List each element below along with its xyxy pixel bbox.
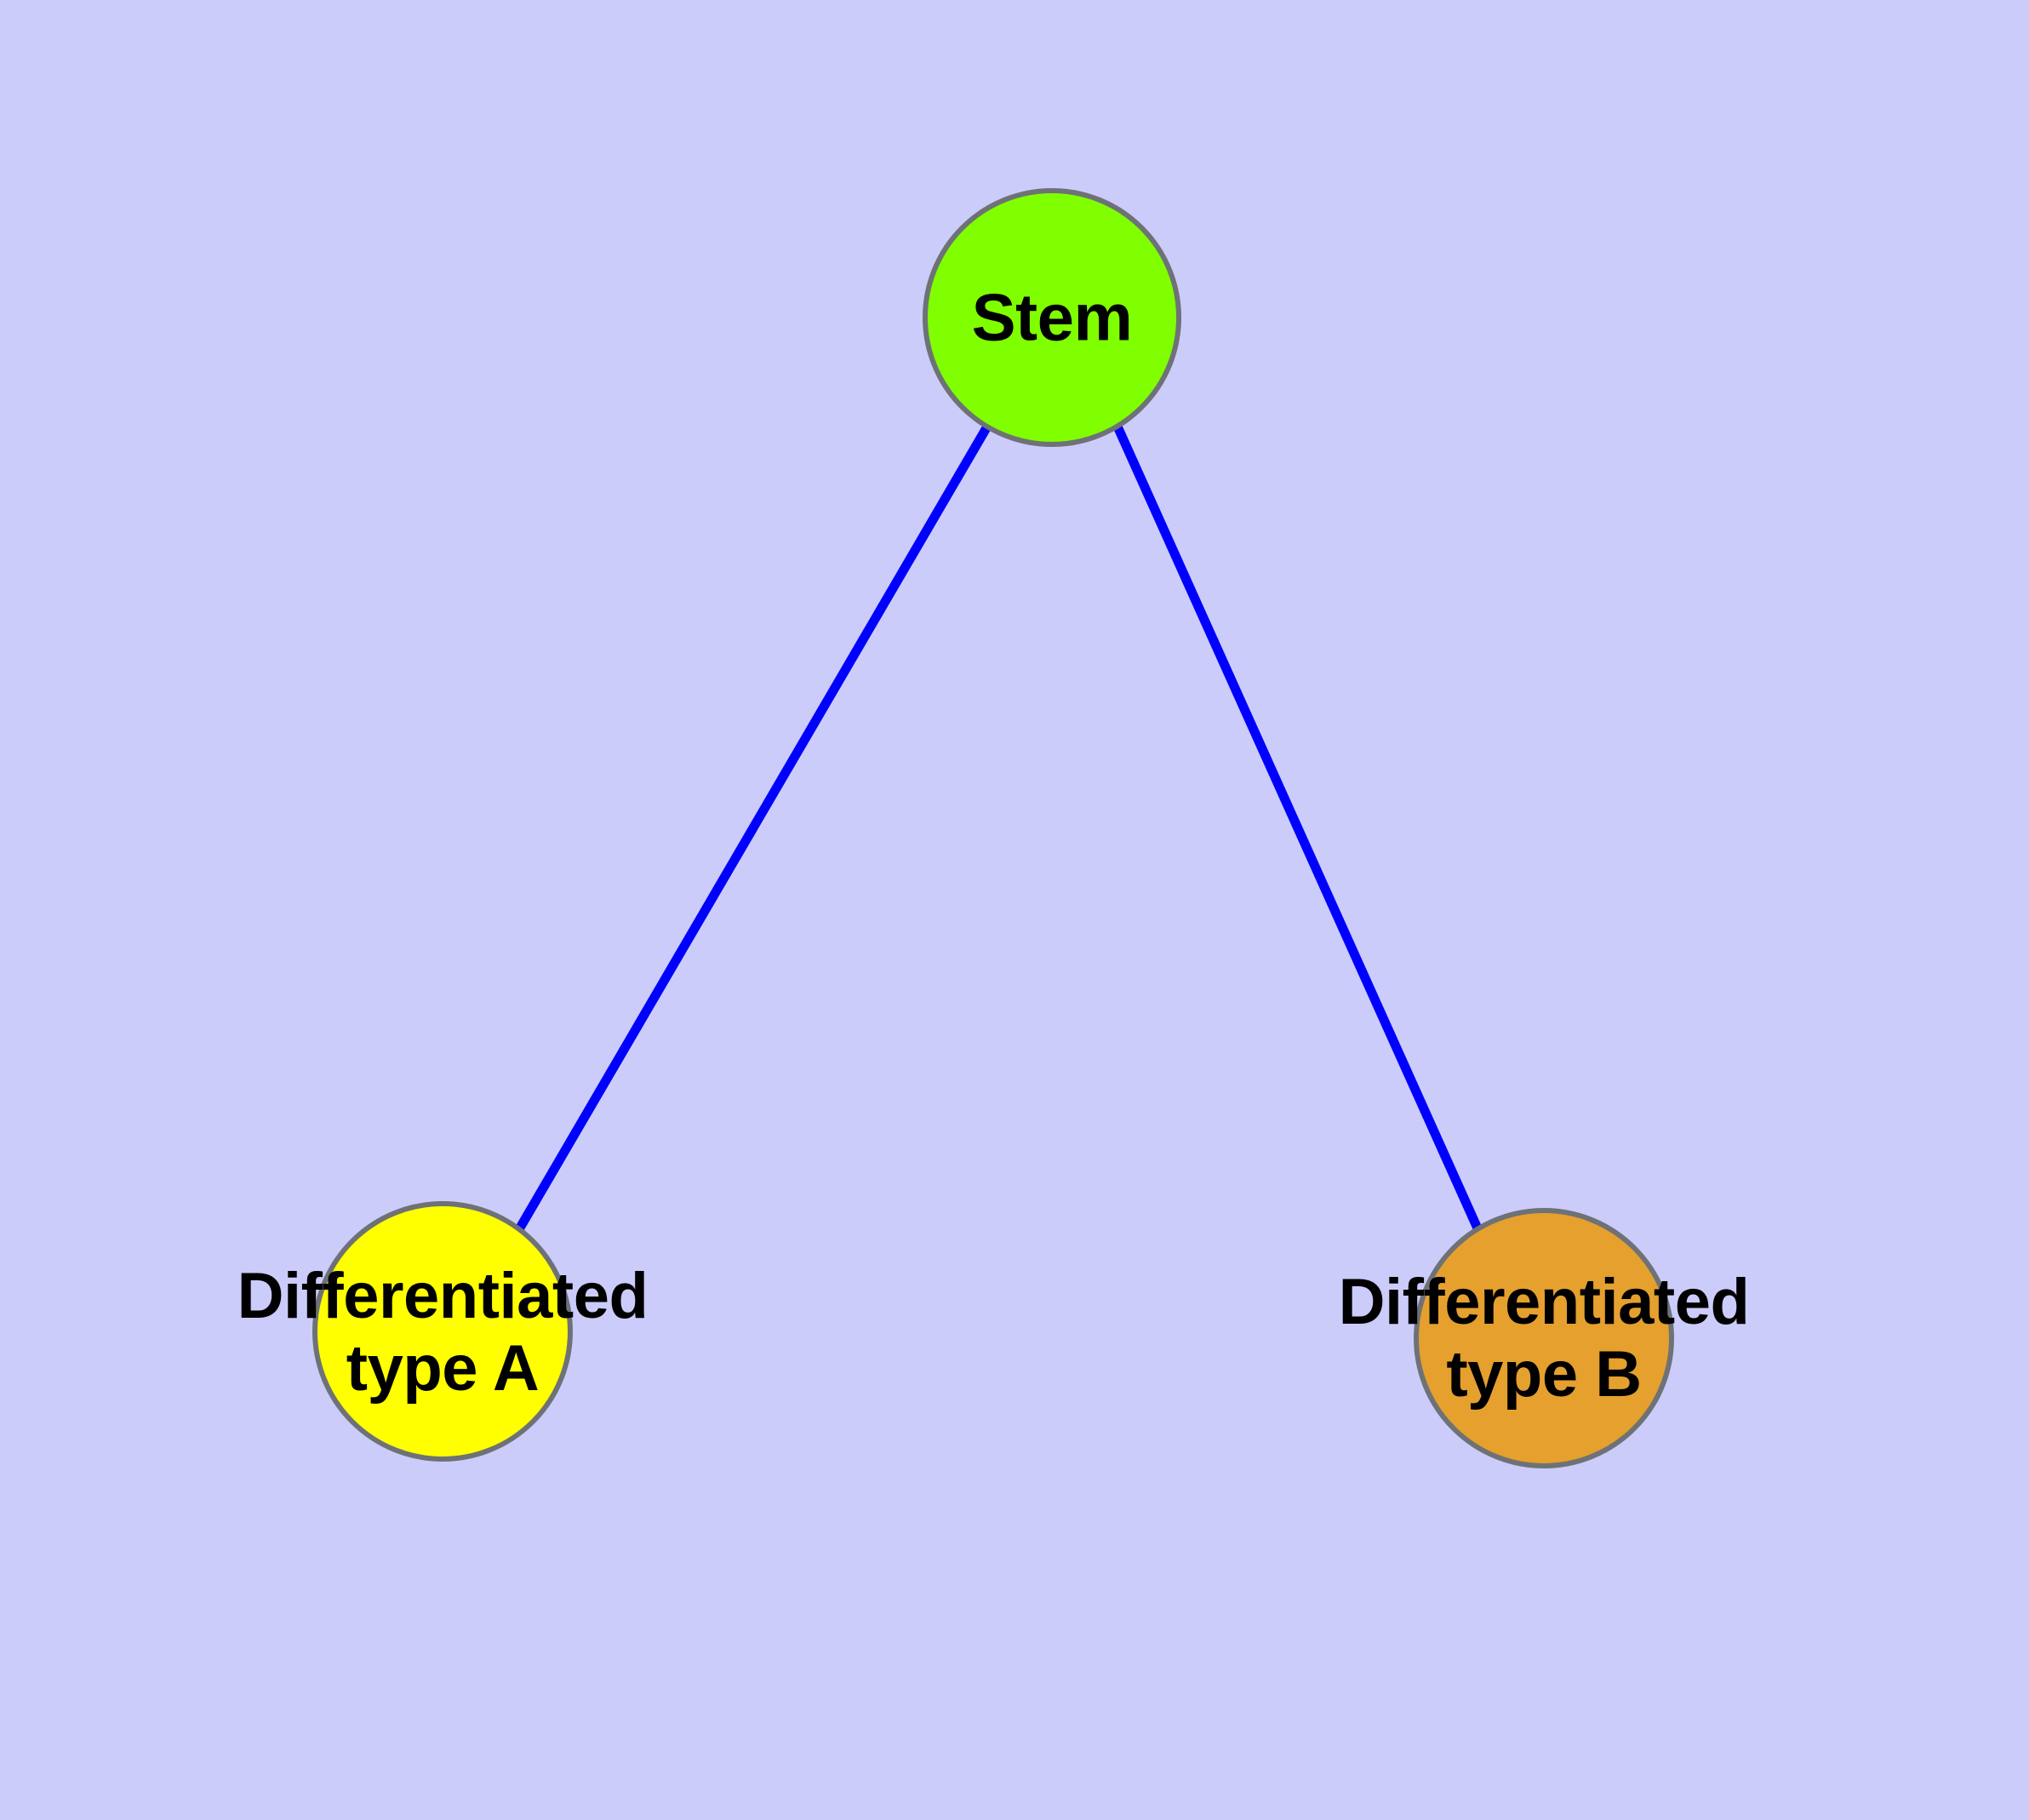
nodes-group — [312, 188, 1674, 1468]
edge-stem-to-diff-b[interactable] — [1112, 424, 1487, 1240]
node-diff-b[interactable] — [1414, 1208, 1674, 1468]
node-stem[interactable] — [923, 188, 1181, 447]
node-diff-a[interactable] — [312, 1201, 573, 1462]
edges-group — [515, 424, 1487, 1240]
edge-stem-to-diff-a[interactable] — [515, 424, 992, 1232]
